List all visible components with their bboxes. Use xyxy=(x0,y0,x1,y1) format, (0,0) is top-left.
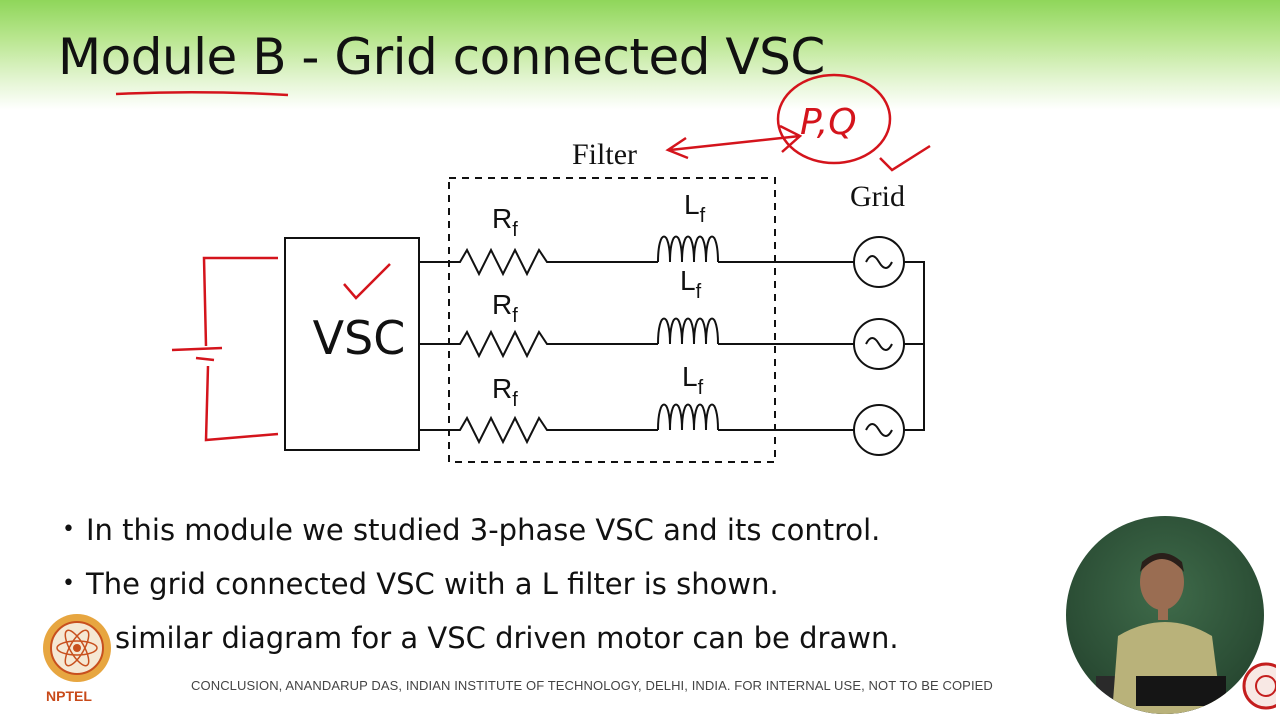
bullet-item: •The grid connected VSC with a L filter … xyxy=(62,567,779,601)
inductor-label-a: Lf xyxy=(684,189,706,227)
dc-source-annotation xyxy=(171,256,279,442)
nptel-logo-text: NPTEL xyxy=(46,688,92,704)
ac-source-c xyxy=(853,404,905,456)
pq-arrow-annotation xyxy=(665,124,803,160)
bullet-item: •In this module we studied 3-phase VSC a… xyxy=(62,513,881,547)
phase-a xyxy=(419,235,855,277)
filter-box xyxy=(448,177,776,463)
presenter-webcam xyxy=(1066,516,1264,714)
slide-title: Module B - Grid connected VSC xyxy=(58,28,825,86)
footer-text: CONCLUSION, ANANDARUP DAS, INDIAN INSTIT… xyxy=(191,678,993,693)
ac-source-b xyxy=(853,318,905,370)
nptel-logo xyxy=(43,614,111,682)
ac-source-a xyxy=(853,236,905,288)
vsc-checkmark-annotation xyxy=(343,263,391,300)
grid-checkmark-annotation xyxy=(879,144,931,172)
phase-c xyxy=(419,403,855,445)
inductor-label-c: Lf xyxy=(682,361,704,399)
grid-label: Grid xyxy=(850,180,905,213)
resistor-label-a: Rf xyxy=(492,203,518,241)
resistor-label-c: Rf xyxy=(492,373,518,411)
bullet-list: •In this module we studied 3-phase VSC a… xyxy=(62,508,899,670)
title-underline-annotation xyxy=(115,90,289,97)
neutral-bus xyxy=(904,261,925,431)
filter-label: Filter xyxy=(572,138,637,171)
institute-seal xyxy=(1242,662,1276,710)
bullet-item: •A similar diagram for a VSC driven moto… xyxy=(62,621,899,655)
pq-annotation: P,Q xyxy=(800,102,857,143)
vsc-label: VSC xyxy=(313,311,406,365)
vsc-block xyxy=(284,237,420,451)
resistor-label-b: Rf xyxy=(492,289,518,327)
inductor-label-b: Lf xyxy=(680,265,702,303)
pq-circle-annotation xyxy=(776,73,892,165)
phase-b xyxy=(419,317,855,359)
